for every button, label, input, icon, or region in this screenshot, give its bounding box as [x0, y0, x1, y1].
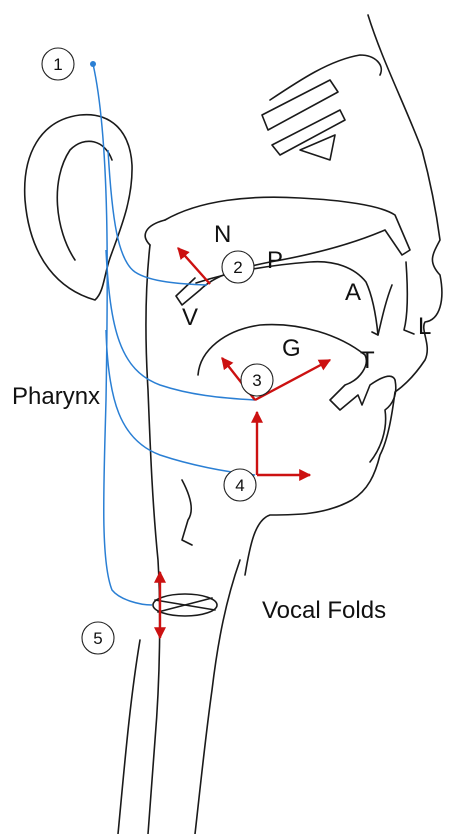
label-lips: L — [418, 313, 431, 340]
marker-1-label: 1 — [53, 55, 62, 74]
marker-5: 5 — [82, 622, 114, 654]
label-vocal-folds: Vocal Folds — [262, 597, 386, 624]
nasal-cavity — [165, 197, 410, 305]
label-palate: P — [267, 247, 283, 274]
nasal-middle — [272, 110, 345, 155]
label-pharynx: Pharynx — [12, 383, 100, 410]
label-tongue-tip: T — [360, 347, 375, 374]
face-profile — [245, 15, 442, 575]
marker-3-label: 3 — [252, 371, 261, 390]
marker-5-label: 5 — [93, 629, 102, 648]
brow-line — [270, 55, 381, 100]
ear-outer — [25, 115, 132, 300]
epiglottis — [182, 480, 192, 545]
nerve-origin — [90, 61, 96, 67]
upper-teeth — [378, 285, 392, 335]
pharynx-back-wall — [145, 220, 165, 245]
label-glottal: G — [282, 335, 301, 362]
articulator-labels: N P V A L T G Pharynx Vocal Folds — [12, 221, 431, 624]
nerve-to-4 — [106, 330, 255, 475]
palate-region — [165, 197, 414, 335]
eye-region — [262, 55, 381, 160]
marker-2-label: 2 — [233, 258, 242, 277]
ear — [25, 115, 132, 300]
head-outline — [118, 15, 442, 834]
back-of-neck — [146, 245, 160, 834]
marker-1: 1 — [42, 48, 74, 80]
windpipe-left — [118, 640, 140, 834]
marker-2: 2 — [222, 251, 254, 283]
vocal-fold-chord-2 — [158, 598, 212, 612]
vocal-folds-structure — [153, 594, 217, 616]
marker-4: 4 — [224, 469, 256, 501]
upper-lip — [404, 262, 414, 334]
marker-4-label: 4 — [235, 476, 244, 495]
label-velum: V — [182, 304, 198, 331]
label-nasal: N — [214, 221, 231, 248]
nasal-upper — [262, 80, 338, 130]
label-alveolar: A — [345, 279, 361, 306]
marker-3: 3 — [241, 364, 273, 396]
nasal-lower — [300, 135, 335, 160]
